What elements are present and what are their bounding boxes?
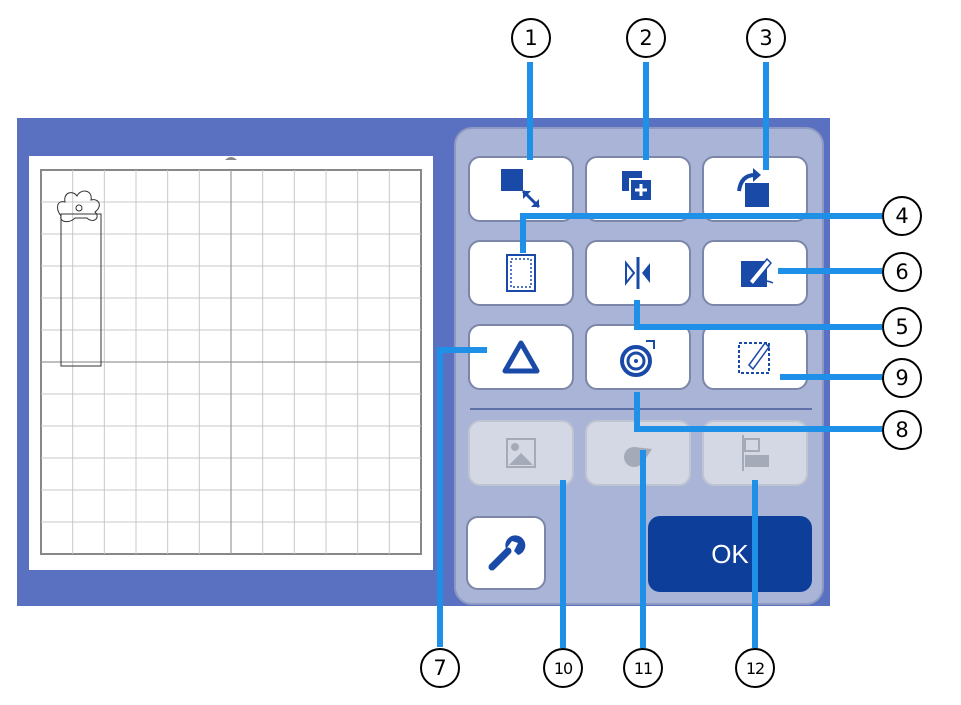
outline-icon [502, 340, 540, 374]
callout-line-5 [634, 324, 882, 330]
duplicate-button[interactable] [585, 156, 691, 222]
outline-button[interactable] [468, 324, 574, 390]
callout-line-8 [634, 426, 882, 432]
draw-area-button[interactable] [702, 324, 808, 390]
callout-line-7 [437, 347, 443, 647]
callout-line-10 [560, 480, 566, 648]
callout-line-1 [527, 62, 533, 160]
callout-2: 2 [626, 18, 666, 58]
callout-7: 7 [420, 648, 460, 688]
align-icon [742, 435, 769, 471]
rotate-icon [737, 168, 769, 207]
callout-1: 1 [511, 18, 551, 58]
callout-12: 12 [735, 648, 775, 688]
select-area-icon [506, 254, 536, 292]
callout-line-2 [643, 62, 649, 160]
callout-line-8b [634, 392, 640, 432]
callout-line-4 [520, 213, 882, 219]
mirror-button[interactable] [585, 240, 691, 306]
callout-9: 9 [882, 358, 922, 398]
weld-button[interactable] [585, 324, 691, 390]
fill-icon [624, 447, 652, 467]
resize-button[interactable] [468, 156, 574, 222]
ok-button[interactable]: OK [648, 516, 812, 592]
pattern-shape[interactable] [57, 190, 102, 367]
panel-divider [470, 408, 812, 410]
callout-4: 4 [882, 196, 922, 236]
duplicate-icon [622, 171, 653, 202]
callout-line-4b [520, 213, 526, 253]
callout-line-6 [778, 268, 882, 274]
image-button[interactable] [468, 420, 574, 486]
rotate-button[interactable] [702, 156, 808, 222]
callout-3: 3 [746, 18, 786, 58]
callout-8: 8 [882, 410, 922, 450]
callout-line-7a [437, 347, 487, 353]
resize-icon [501, 169, 541, 209]
callout-line-12 [752, 480, 758, 648]
settings-button[interactable] [466, 516, 546, 590]
wrench-icon [488, 535, 526, 571]
image-icon [506, 438, 536, 468]
mat-grid [40, 157, 422, 555]
cutting-mat [29, 156, 433, 570]
edit-pen-icon [741, 257, 774, 287]
callout-11: 11 [623, 648, 663, 688]
callout-6: 6 [882, 252, 922, 292]
callout-line-9 [780, 374, 882, 380]
callout-5: 5 [882, 307, 922, 347]
weld-icon [620, 340, 655, 377]
callout-line-3 [763, 62, 769, 170]
draw-area-icon [738, 341, 770, 374]
callout-10: 10 [543, 648, 583, 688]
callout-line-11 [640, 450, 646, 648]
mirror-icon [625, 257, 650, 289]
callout-line-5b [634, 300, 640, 330]
